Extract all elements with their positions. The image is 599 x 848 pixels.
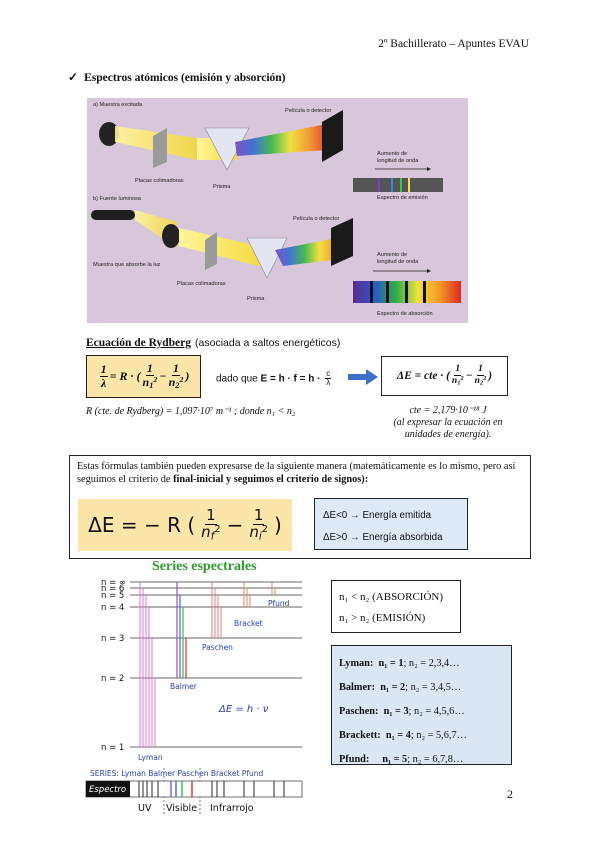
rydberg-subtitle: (asociada a saltos energéticos) (195, 337, 341, 349)
alternate-formula-text: Estas fórmulas también pueden expresarse… (77, 461, 516, 485)
lyman-transitions (139, 582, 156, 747)
label-espectro-absorcion: Espectro de absorción (377, 311, 433, 317)
label-placas-b: Placas colimadoras (177, 281, 226, 287)
absorption-emission-box: n₁ < n₂ (ABSORCIÓN) n₁ > n₂ (EMISIÓN) (331, 580, 461, 633)
checkmark-icon: ✓ (68, 70, 79, 84)
label-aumento-a2: longitud de onda (377, 158, 419, 164)
label-aumento-b1: Aumento de (377, 252, 408, 258)
emitted-criterion: ΔE<0 → Energía emitida (323, 510, 432, 521)
series-item-balmer: Balmer: n₁ = 2; n₂ = 3,4,5… (339, 681, 462, 693)
bracket-transitions (243, 582, 251, 607)
series-item-paschen: Paschen: n₁ = 3; n₂ = 4,5,6… (339, 705, 465, 717)
label-prisma-b: Prisma (247, 296, 265, 302)
prism-b (246, 237, 288, 279)
rydberg-heading: Ecuación de Rydberg (asociada a saltos e… (86, 337, 340, 349)
series-label-paschen: Paschen (202, 643, 233, 652)
cte-note: cte = 2,179·10⁻¹⁸ J (al expresar la ecua… (393, 405, 503, 441)
label-muestra-absorbe: Muestra que absorbe la luz (93, 262, 161, 268)
series-label-lyman: Lyman (138, 753, 163, 762)
series-list-box: Lyman: n₁ = 1; n₂ = 2,3,4… Balmer: n₁ = … (331, 645, 512, 765)
label-aumento-b2: longitud de onda (377, 259, 419, 265)
level-label: n = 4 (101, 603, 124, 613)
level-label: n = 1 (101, 743, 124, 753)
sign-criteria-box: ΔE<0 → Energía emitida ΔE>0 → Energía ab… (314, 498, 468, 550)
label-pelicula-b: Película o detector (293, 216, 340, 222)
region-uv: UV (138, 803, 152, 814)
espectro-label: Espectro (89, 785, 126, 795)
absorbed-criterion: ΔE>0 → Energía absorbida (323, 531, 443, 543)
label-prisma-a: Prisma (213, 184, 231, 190)
series-item-lyman: Lyman: n₁ = 1; n₂ = 2,3,4… (339, 658, 460, 669)
series-label-pfund: Pfund (268, 599, 290, 608)
label-placas-a: Placas colimadoras (135, 178, 184, 184)
label-a: a) Muestra excitada (93, 102, 143, 108)
balmer-transitions (176, 582, 187, 678)
page-header: 2º Bachillerato – Apuntes EVAU (378, 38, 529, 50)
paschen-transitions (211, 582, 222, 638)
series-title: Series espectrales (152, 559, 257, 574)
label-pelicula-a: Película o detector (285, 108, 332, 114)
series-item-brackett: Brackett: n₁ = 4; n₂ = 5,6,7… (339, 729, 467, 741)
detector-b (331, 218, 353, 266)
region-visible: Visible (166, 803, 197, 814)
right-arrow-icon (348, 369, 378, 385)
emission-spectrum (353, 178, 443, 192)
series-item-pfund: Pfund: n₁ = 5; n₂ = 6,7,8… (339, 753, 464, 765)
series-bottom-labels: SERIES: Lyman Balmer Paschen Bracket Pfu… (90, 769, 263, 778)
level-label: n = 6 (101, 584, 124, 594)
absorbing-sample (162, 224, 180, 248)
region-infrarrojo: Infrarrojo (210, 803, 254, 814)
rydberg-title: Ecuación de Rydberg (86, 337, 192, 349)
spectral-series-diagram: Series espectrales n = ∞ n = 6 n = 5 n =… (85, 559, 303, 816)
series-label-balmer: Balmer (170, 682, 198, 691)
absorption-rule: n₁ < n₂ (ABSORCIÓN) (339, 591, 444, 603)
label-aumento-a1: Aumento de (377, 151, 408, 157)
detector-a (322, 110, 343, 162)
spectrometer-figure: a) Muestra excitada b) Fuente luminosa P… (87, 98, 468, 323)
section-title-text: Espectros atómicos (emisión y absorción) (84, 71, 286, 84)
pfund-transitions (271, 582, 276, 595)
spectrometer-drawing (91, 110, 461, 303)
rydberg-constant: R (cte. de Rydberg) = 1,097·10⁷ m⁻¹ ; do… (86, 406, 296, 417)
level-label: n = ∞ (101, 578, 126, 588)
label-espectro-emision: Espectro de emisión (377, 195, 428, 201)
series-label-bracket: Bracket (234, 619, 263, 628)
light-source (91, 210, 135, 220)
section-title: ✓ Espectros atómicos (emisión y absorció… (68, 70, 286, 85)
level-label: n = 2 (101, 674, 124, 684)
excited-sample (99, 122, 119, 146)
emission-rule: n₁ > n₂ (EMISIÓN) (339, 611, 426, 624)
level-label: n = 5 (101, 591, 124, 601)
page-number: 2 (507, 787, 513, 801)
level-label: n = 3 (101, 634, 124, 644)
series-formula: ΔE = h · ν (218, 704, 269, 715)
label-b: b) Fuente luminosa (93, 196, 141, 202)
alternate-formula-box: Estas fórmulas también pueden expresarse… (69, 455, 531, 559)
